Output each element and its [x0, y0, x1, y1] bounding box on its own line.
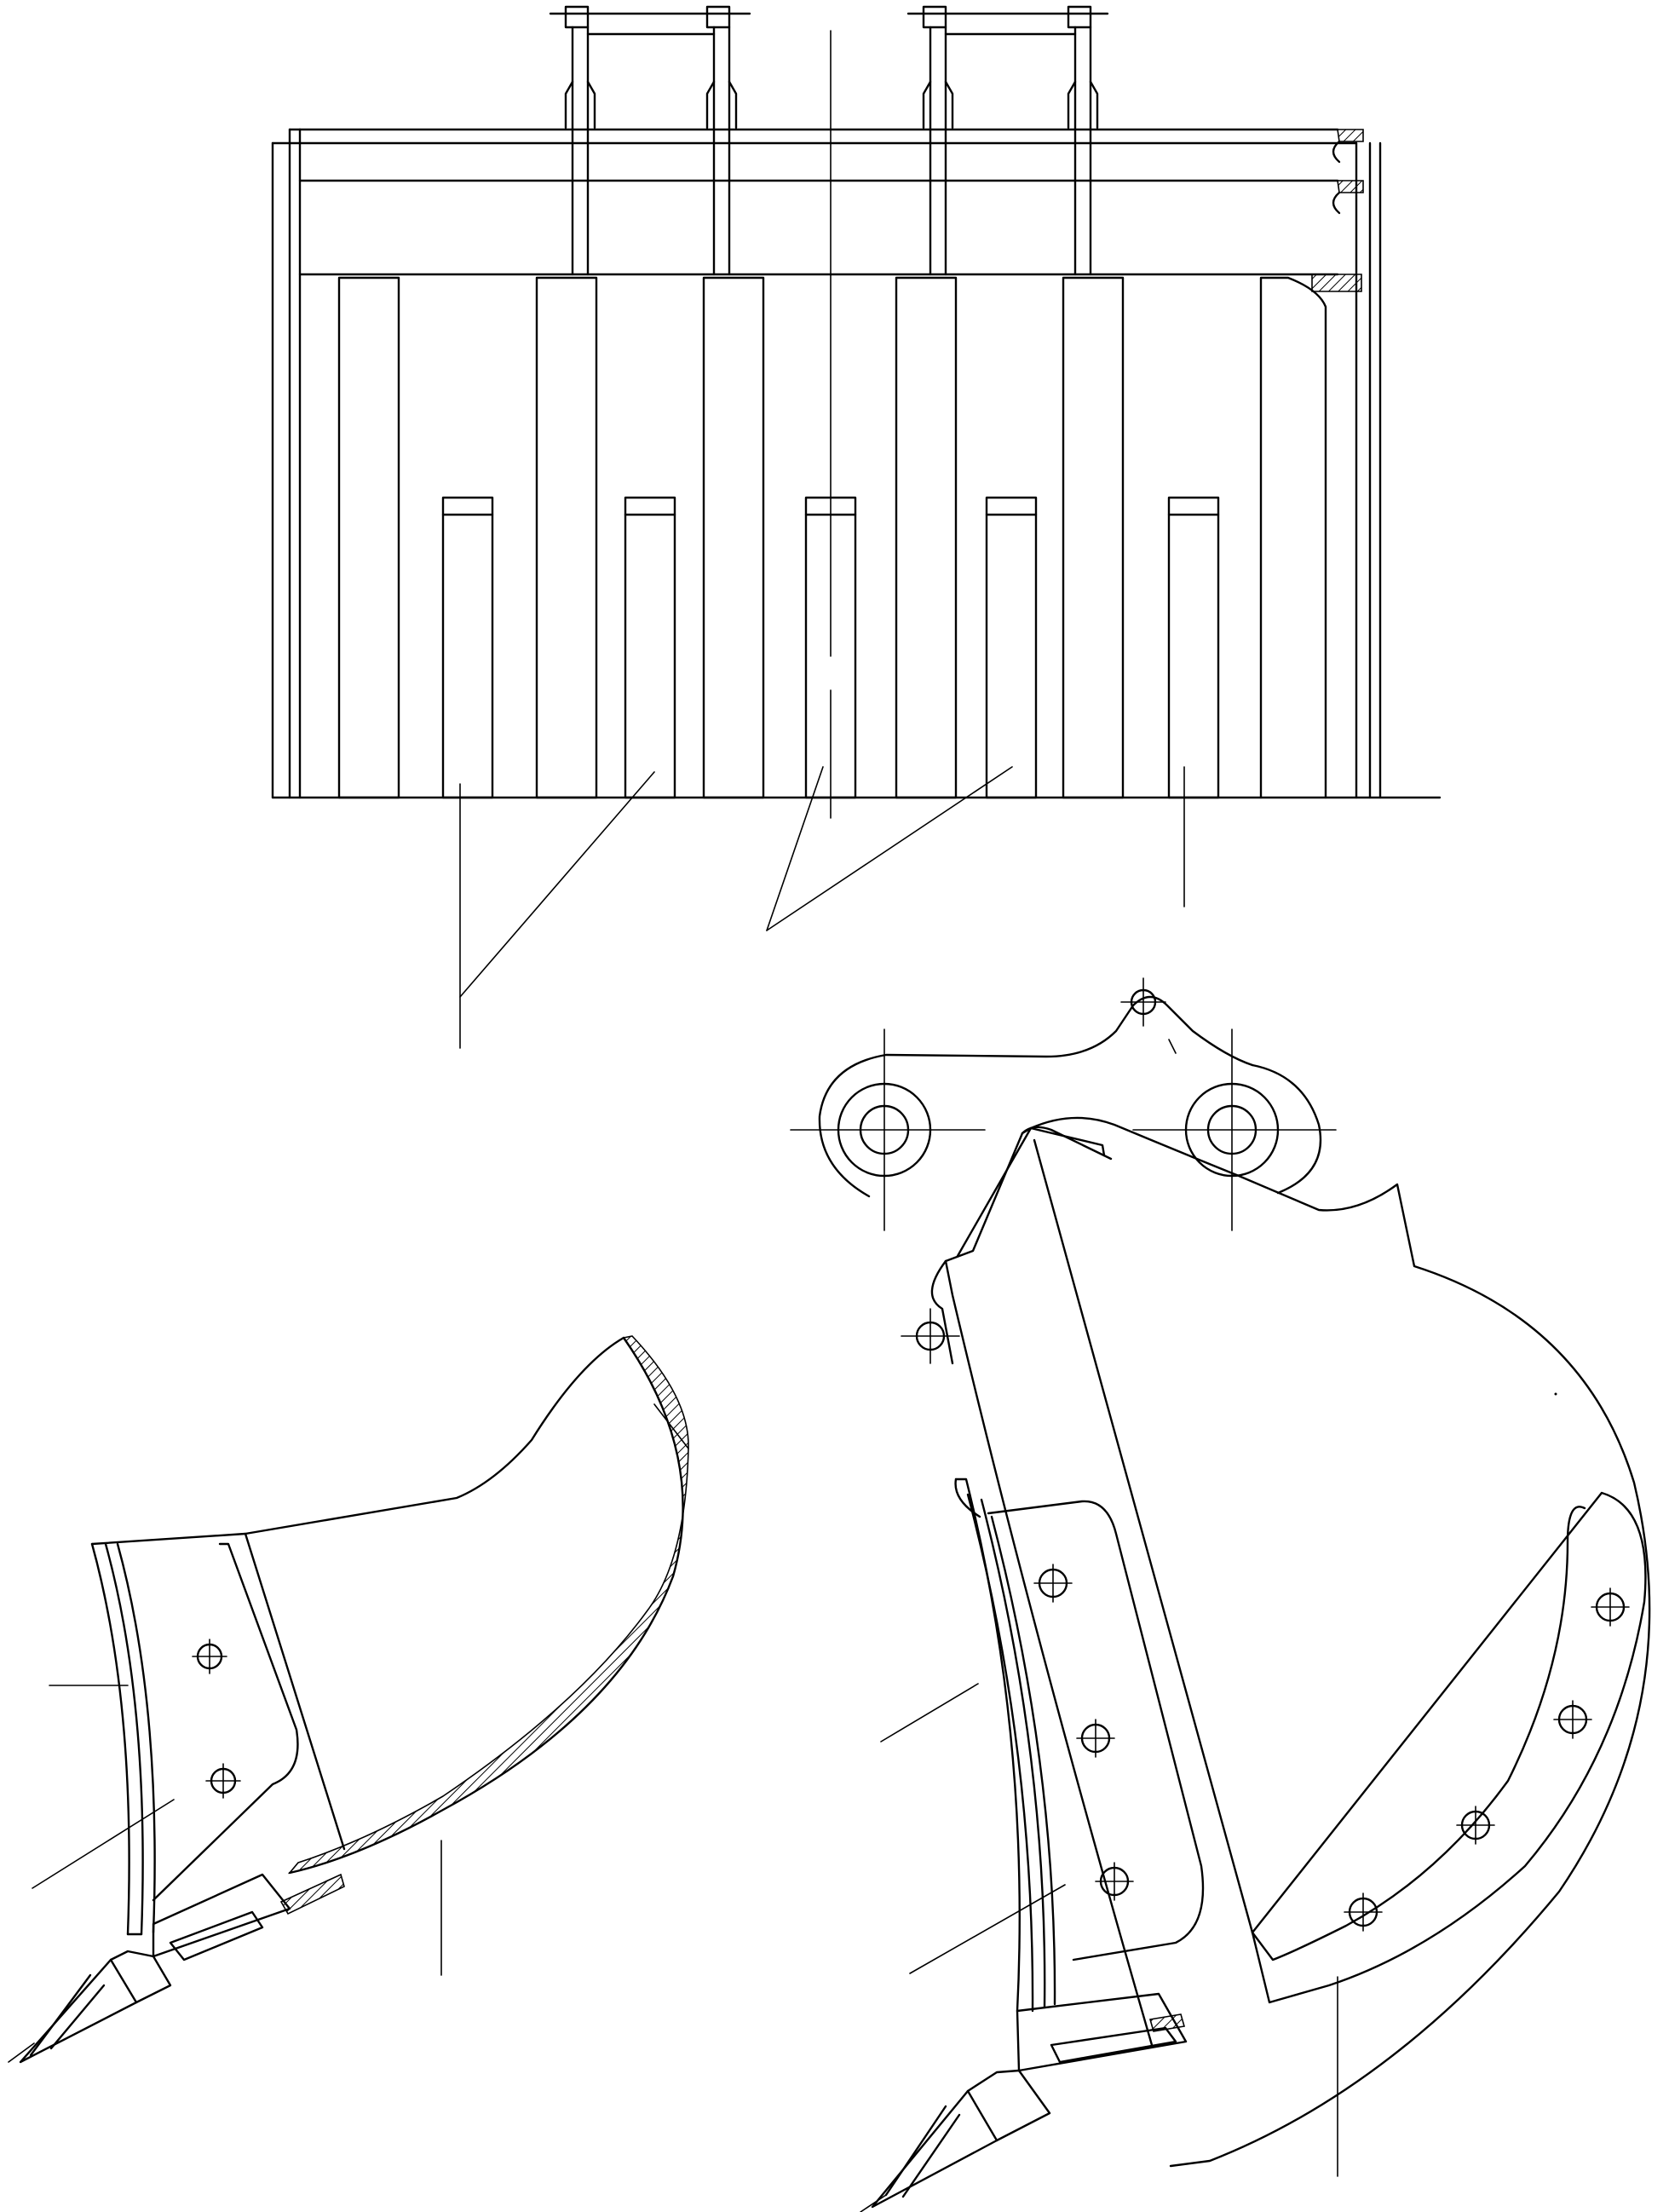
leader-lines-large [860, 1683, 1338, 2212]
dot-mark [1554, 1392, 1557, 1396]
small-bucket-shell [90, 1335, 689, 1875]
side-view-large-bucket [790, 977, 1651, 2212]
large-bucket-link-plate [790, 977, 1337, 1231]
large-bucket-tooth [871, 1992, 1188, 2209]
leader-lines-small [8, 1685, 442, 2063]
side-view-small-bucket [8, 1335, 689, 2064]
small-bucket-side-plate [90, 1532, 346, 1936]
ear-bracket-right [885, 5, 1109, 276]
front-view [271, 5, 1442, 1049]
large-bucket-shell [944, 1116, 1651, 2168]
side-plates [271, 128, 1382, 799]
large-bucket-side-plate [954, 1478, 1647, 2013]
small-bucket-tooth [19, 1873, 345, 2064]
large-bucket-lug [901, 1259, 960, 1365]
rib-plates [337, 276, 1327, 799]
leader-lines-front [459, 766, 1185, 1049]
ear-bracket-left [549, 5, 778, 276]
top-cross-tube [271, 128, 1364, 292]
